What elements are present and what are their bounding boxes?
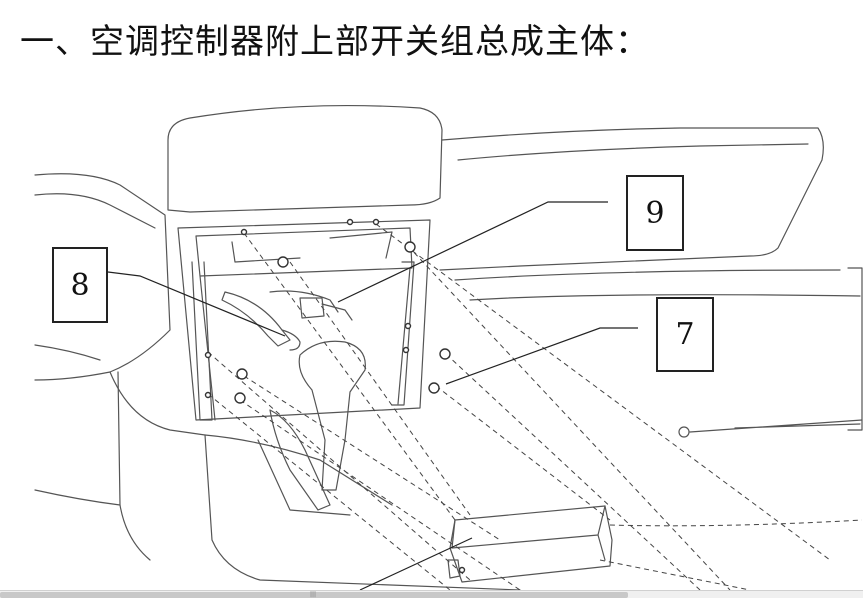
- connector: [299, 297, 325, 319]
- switch-assembly: [449, 505, 613, 583]
- leader-9: [337, 201, 608, 303]
- display-housing: [167, 104, 443, 213]
- callout-9-number: 9: [645, 195, 665, 231]
- scrollbar-thumb[interactable]: |||: [0, 592, 628, 598]
- shift-lever: [298, 340, 366, 491]
- callout-7-number: 7: [675, 317, 695, 352]
- callout-7: 7: [656, 297, 714, 372]
- dashboard-left: [34, 173, 171, 381]
- leader-8: [107, 271, 286, 337]
- dashboard-right: [439, 127, 824, 271]
- leader-bottom: [359, 537, 473, 591]
- horizontal-scrollbar[interactable]: |||: [0, 590, 863, 598]
- grip-icon: |||: [310, 591, 317, 598]
- inner-hose: [221, 291, 291, 347]
- callout-9: 9: [626, 175, 684, 251]
- callout-8-number: 8: [70, 267, 90, 303]
- page-title: 一、空调控制器附上部开关组总成主体：: [20, 22, 650, 62]
- console-frame: [177, 219, 431, 421]
- callout-8: 8: [52, 247, 108, 323]
- leader-7: [445, 327, 638, 385]
